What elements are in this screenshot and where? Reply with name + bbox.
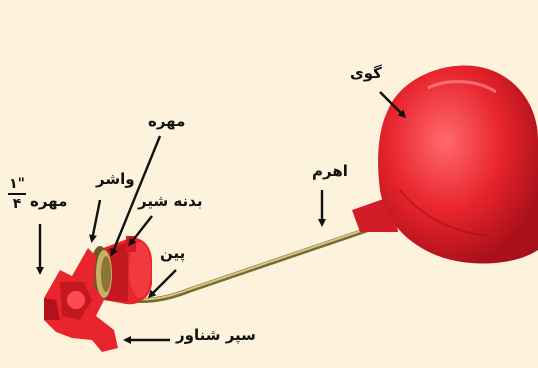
arrow-washer [92, 200, 100, 240]
label-valve-body: بدنه شیر [138, 192, 202, 210]
label-nut-side: مهره [30, 192, 67, 210]
arrow-pin [150, 270, 176, 296]
label-ball: گوی [350, 64, 382, 82]
label-pin: پین [160, 244, 185, 262]
fraction-denominator: ۴ [13, 196, 22, 212]
fraction-numerator: ۱" [9, 176, 25, 192]
float-ball [352, 65, 538, 263]
fraction-bar [8, 193, 26, 195]
label-lever: اهرم [312, 162, 348, 180]
label-nut-top: مهره [148, 112, 185, 130]
label-fraction: ۱" ۴ [6, 176, 28, 212]
label-float-shield: سپر شناور [176, 326, 256, 344]
label-washer: واشر [96, 170, 135, 188]
